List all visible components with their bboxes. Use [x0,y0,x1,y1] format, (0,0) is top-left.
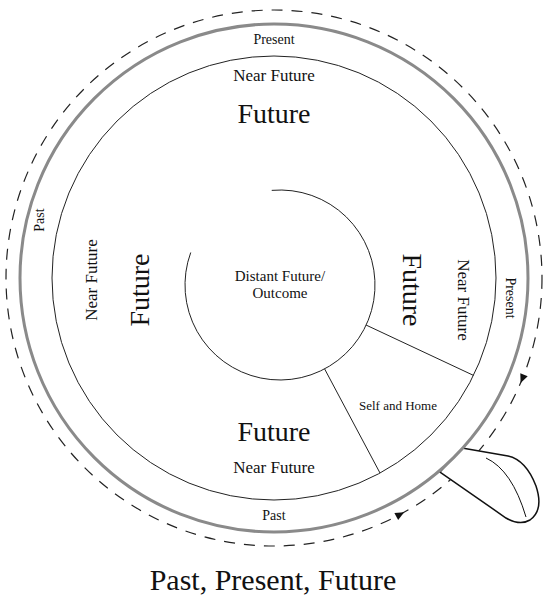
handle-ridge [486,458,526,517]
segment-line [325,369,380,473]
ring-line [52,56,496,500]
zone-label: Present [253,32,294,48]
direction-arrowhead [517,373,528,384]
zone-label: Future [237,98,310,130]
segment-region: Self and Home [357,397,439,416]
zone-label: Past [262,508,285,524]
cup-rim [20,24,528,532]
zone-label: Near Future [233,66,315,86]
zone-label: Near Future [82,239,102,321]
zone-label: Future [237,416,310,448]
circle-outline [185,190,375,380]
center-circle: Distant Future/ Outcome [185,190,375,380]
zone-label: Future [396,253,428,326]
zone-label: Near Future [453,259,473,341]
node-text: Self and Home [359,399,437,414]
zone-label: Near Future [233,458,315,478]
reading-path [6,10,542,546]
zone-label: Future [124,253,156,326]
zone-label: Past [32,208,48,231]
node-text: Distant Future/ Outcome [219,268,341,303]
direction-arrowhead [394,509,406,520]
cup-handle [440,448,539,523]
diagram-title: Past, Present, Future [150,563,397,598]
zone-label: Present [502,277,518,318]
